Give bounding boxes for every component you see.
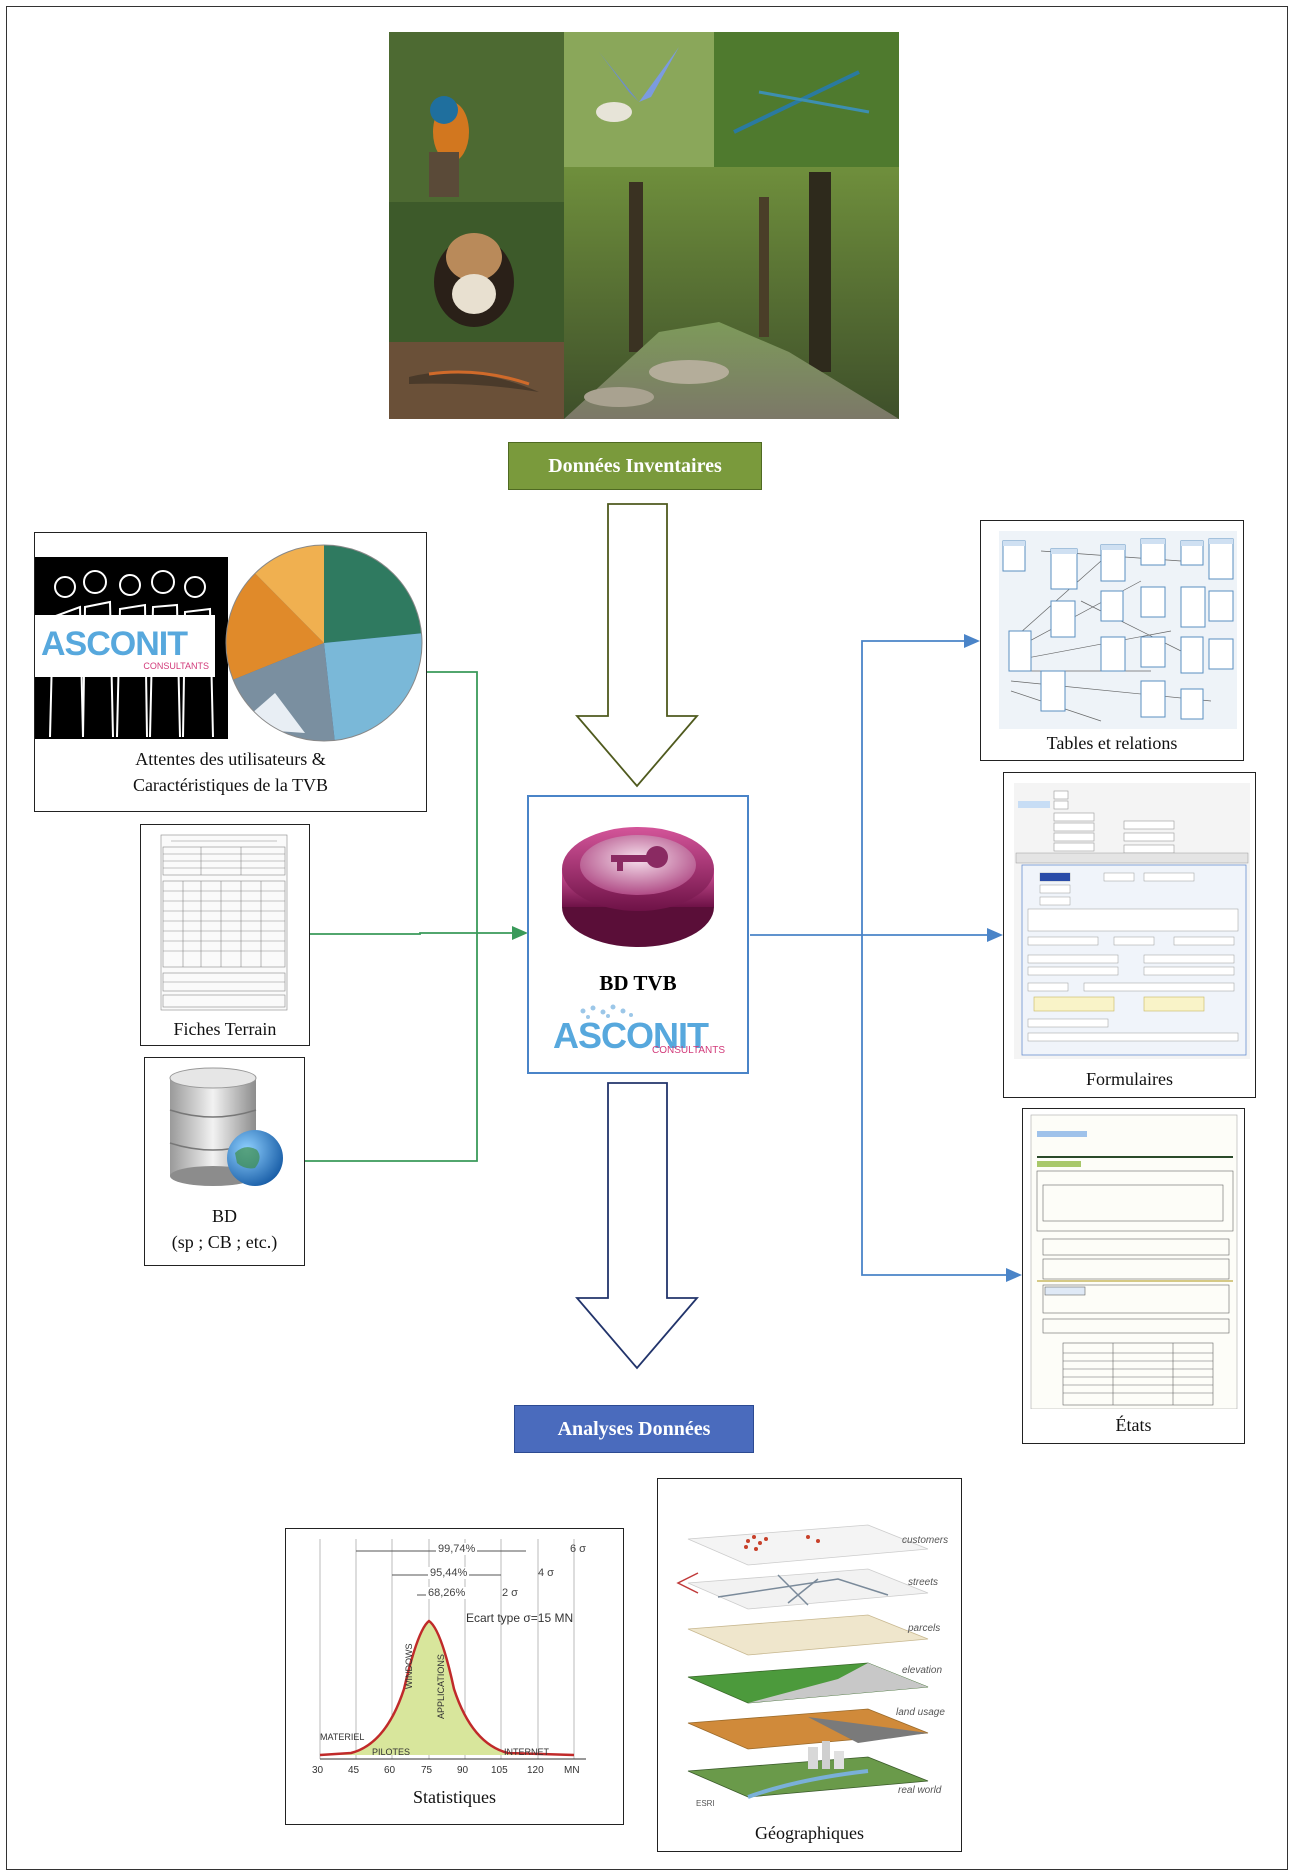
tables-caption: Tables et relations bbox=[1046, 733, 1178, 753]
x-axis-ticks: 30 45 60 75 90 105 120 MN bbox=[308, 1765, 608, 1779]
users-logo-main: ASCONIT bbox=[41, 625, 188, 663]
reports-box: États bbox=[1022, 1108, 1245, 1444]
bracket-68-label: 68,26% bbox=[426, 1587, 468, 1599]
green-arrowhead bbox=[512, 926, 528, 940]
field-sheets-caption: Fiches Terrain bbox=[173, 1019, 277, 1039]
blue-connectors bbox=[750, 640, 1010, 1276]
inventory-data-label: Données Inventaires bbox=[508, 442, 762, 490]
x-tick: 30 bbox=[312, 1765, 324, 1776]
statistics-caption: Statistiques bbox=[412, 1787, 496, 1807]
x-tick: 45 bbox=[348, 1765, 360, 1776]
geo-layer-customers: customers bbox=[902, 1535, 949, 1546]
x-tick: 75 bbox=[421, 1765, 433, 1776]
blue-arrowhead-tables bbox=[964, 634, 980, 648]
center-logo: ASCONIT CONSULTANTS bbox=[553, 1003, 729, 1059]
geo-layer-land-usage: land usage bbox=[896, 1707, 945, 1718]
geo-layer-parcels: parcels bbox=[908, 1623, 941, 1634]
center-logo-sub: CONSULTANTS bbox=[652, 1045, 725, 1056]
inventory-photo-collage bbox=[389, 32, 899, 419]
reports-thumbnail bbox=[1030, 1114, 1238, 1409]
geo-layer-streets: streets bbox=[908, 1577, 939, 1588]
inventory-down-arrow bbox=[575, 503, 699, 788]
tables-relations-thumbnail bbox=[999, 531, 1237, 729]
center-logo-main: ASCONIT bbox=[553, 1015, 709, 1056]
kingfisher-photo bbox=[389, 32, 564, 202]
esri-label: ESRI bbox=[696, 1799, 715, 1808]
field-sheets-box: Fiches Terrain bbox=[140, 824, 310, 1046]
tables-relations-box: Tables et relations bbox=[980, 520, 1244, 761]
crowd-image: ASCONIT CONSULTANTS bbox=[35, 557, 228, 739]
analyses-down-arrow bbox=[575, 1082, 699, 1370]
analyses-data-label: Analyses Données bbox=[514, 1405, 754, 1453]
users-caption-line2: Caractéristiques de la TVB bbox=[132, 775, 329, 795]
forms-box: Formulaires bbox=[1003, 772, 1256, 1098]
green-connectors bbox=[305, 671, 516, 1162]
internet-label: INTERNET bbox=[504, 1747, 549, 1757]
normal-distribution-chart bbox=[319, 1539, 586, 1760]
source-db-caption-line2: (sp ; CB ; etc.) bbox=[171, 1232, 278, 1252]
source-db-caption-line1: BD bbox=[211, 1206, 237, 1226]
tvb-globe-image bbox=[225, 544, 423, 742]
curve-area bbox=[320, 1621, 574, 1755]
center-title: BD TVB bbox=[599, 971, 677, 995]
applications-label: APPLICATIONS bbox=[436, 1654, 446, 1719]
access-key-icon bbox=[562, 827, 714, 947]
collage-art bbox=[389, 32, 899, 419]
source-database-box: BD (sp ; CB ; etc.) bbox=[144, 1057, 305, 1266]
geo-layer-elevation: elevation bbox=[902, 1665, 943, 1676]
x-tick: MN bbox=[564, 1765, 580, 1776]
reports-caption: États bbox=[1115, 1415, 1152, 1435]
windows-label: WINDOWS bbox=[404, 1643, 414, 1690]
field-sheet-thumbnail bbox=[160, 834, 288, 1011]
blue-arrowhead-forms bbox=[987, 928, 1003, 942]
users-logo-band: ASCONIT CONSULTANTS bbox=[35, 615, 215, 677]
center-database-box: BD TVB ASCONIT CONSULTANTS bbox=[527, 795, 749, 1074]
bracket-95-label: 95,44% bbox=[428, 1567, 470, 1579]
bracket-2sigma-label: 2 σ bbox=[502, 1587, 518, 1599]
x-tick: 120 bbox=[527, 1765, 544, 1776]
bracket-99-label: 99,74% bbox=[436, 1543, 478, 1555]
users-logo-sub: CONSULTANTS bbox=[143, 661, 209, 671]
geo-layer-real-world: real world bbox=[898, 1785, 942, 1796]
x-tick: 105 bbox=[491, 1765, 508, 1776]
forms-thumbnail bbox=[1014, 783, 1250, 1059]
x-tick: 60 bbox=[384, 1765, 396, 1776]
forms-caption: Formulaires bbox=[1086, 1069, 1173, 1089]
butterfly-photo bbox=[564, 32, 714, 167]
std-dev-label: Ecart type σ=15 MN bbox=[466, 1611, 574, 1625]
pilotes-label: PILOTES bbox=[372, 1747, 411, 1757]
database-globe-icon bbox=[169, 1067, 283, 1186]
curve-line bbox=[319, 1619, 575, 1757]
gis-layers-illustration bbox=[676, 1524, 929, 1799]
statistics-box: 99,74% 6 σ 95,44% 4 σ 68,26% 2 σ Ecart t… bbox=[285, 1528, 624, 1825]
bracket-4sigma-label: 4 σ bbox=[538, 1567, 554, 1579]
blue-arrowhead-reports bbox=[1006, 1268, 1022, 1282]
bracket-6sigma-label: 6 σ bbox=[570, 1543, 586, 1555]
materiel-label: MATERIEL bbox=[320, 1732, 365, 1742]
users-caption-line1: Attentes des utilisateurs & bbox=[135, 749, 326, 769]
x-tick: 90 bbox=[457, 1765, 469, 1776]
asconit-logo-dots bbox=[580, 1004, 633, 1019]
page-frame bbox=[6, 6, 1288, 1870]
geographic-box: customers streets parcels elevation land… bbox=[657, 1478, 962, 1852]
user-expectations-box: ASCONIT CONSULTANTS Attentes des utilisa… bbox=[34, 532, 427, 812]
geographic-caption: Géographiques bbox=[755, 1823, 864, 1843]
